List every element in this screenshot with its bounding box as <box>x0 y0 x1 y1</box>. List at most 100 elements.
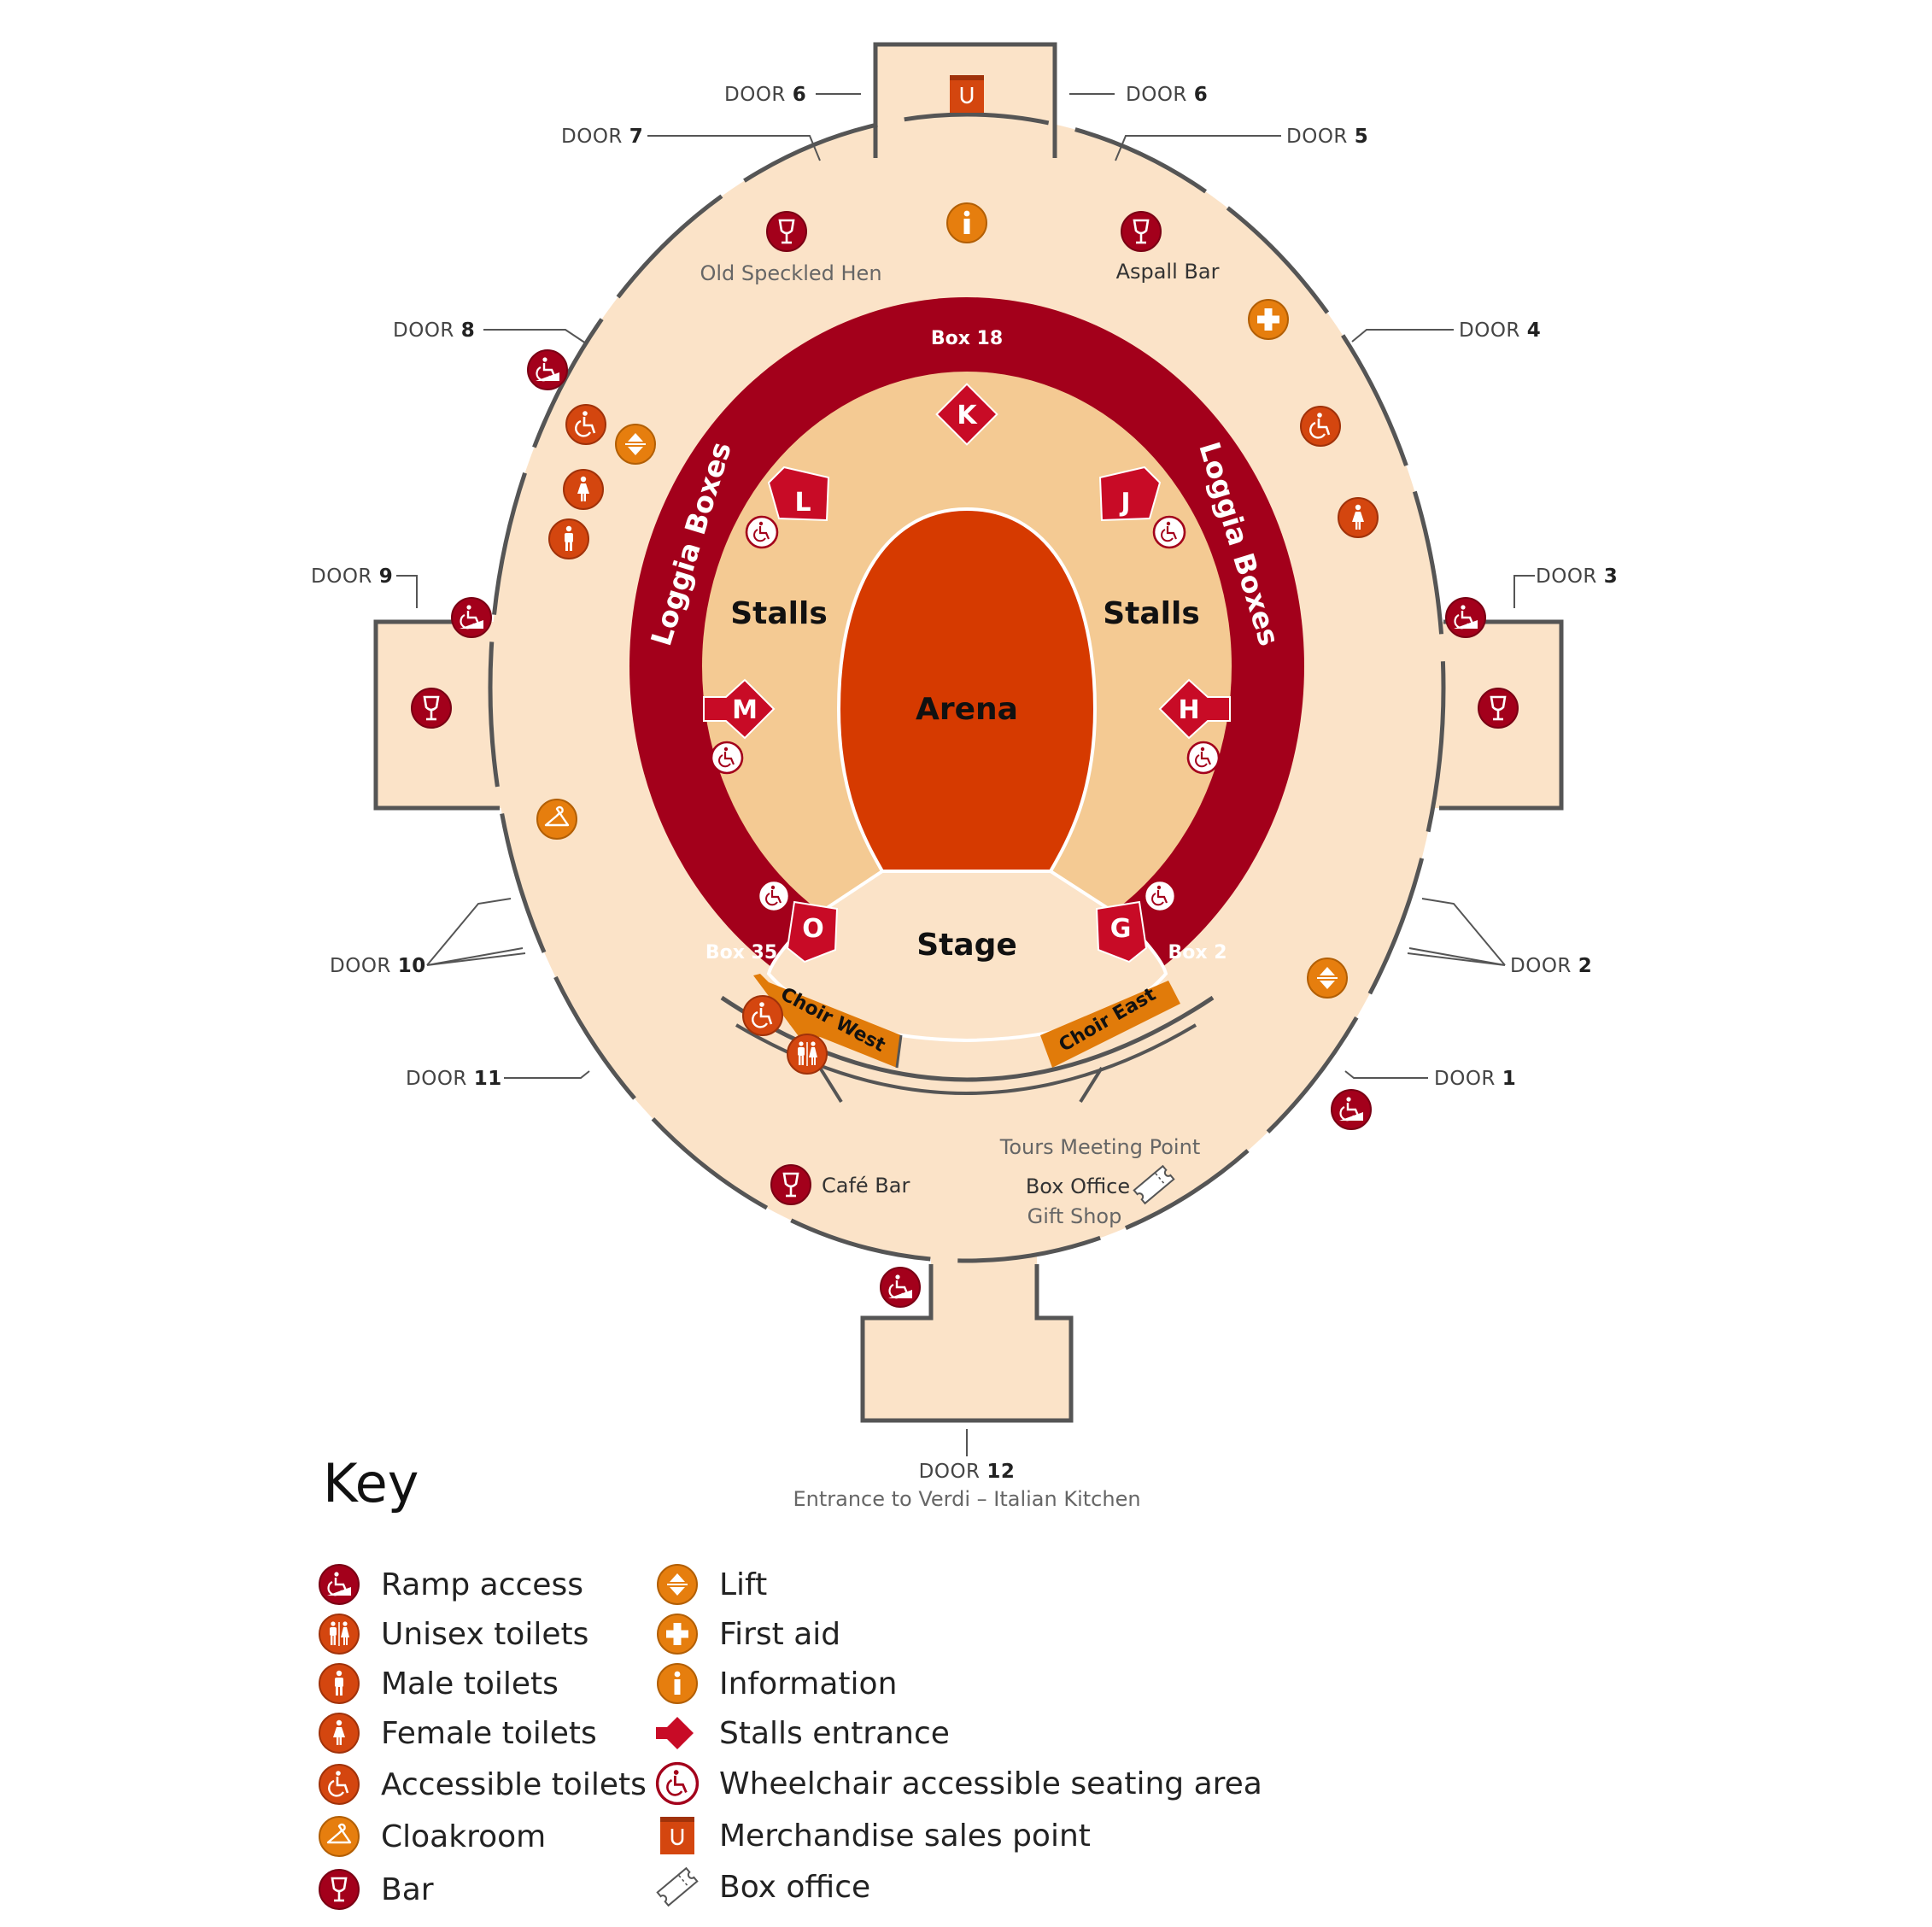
door12-entrance-label: Entrance to Verdi – Italian Kitchen <box>793 1487 1140 1511</box>
stalls-entrance-j: J <box>1098 466 1162 522</box>
stalls-entrance-h: H <box>1158 678 1231 740</box>
accessible-toilets-icon <box>565 403 607 446</box>
wheelchair-seating-icon <box>1152 515 1186 549</box>
key-item-merchandise: Merchandise sales point <box>654 1811 1091 1860</box>
stalls-entrance-k: K <box>935 383 998 446</box>
key-item-wheelchair-seating: Wheelchair accessible seating area <box>654 1759 1262 1808</box>
svg-text:L: L <box>794 488 811 518</box>
svg-text:H: H <box>1178 695 1199 725</box>
ramp-icon <box>1330 1088 1373 1131</box>
unisex-toilets-icon <box>319 1614 360 1655</box>
cafe-bar-label: Café Bar <box>822 1174 910 1198</box>
stalls-entrance-m: M <box>703 678 776 740</box>
svg-text:DOOR 10: DOOR 10 <box>330 955 426 977</box>
svg-text:DOOR 7: DOOR 7 <box>561 126 643 148</box>
door-10: DOOR 10 <box>330 955 426 977</box>
svg-text:K: K <box>957 401 978 430</box>
svg-text:G: G <box>1110 914 1132 944</box>
female-toilets-icon <box>1338 497 1379 538</box>
stage-label: Stage <box>916 928 1017 963</box>
bar-icon <box>1477 687 1519 729</box>
box2-label: Box 2 <box>1168 942 1227 964</box>
bar-icon <box>318 1868 360 1911</box>
svg-text:DOOR 8: DOOR 8 <box>393 319 475 342</box>
svg-text:DOOR 4: DOOR 4 <box>1459 319 1541 342</box>
bar-icon <box>770 1163 812 1206</box>
key-item-cloakroom: Cloakroom <box>316 1812 546 1861</box>
door-7: DOOR 7 <box>561 126 643 148</box>
stalls-right-label: Stalls <box>1103 596 1200 631</box>
map-key: Key Ramp access Unisex toilets Male toil… <box>316 1452 1262 1914</box>
svg-text:DOOR 11: DOOR 11 <box>406 1068 502 1090</box>
merchandise-icon <box>948 73 986 114</box>
wheelchair-seating-icon <box>710 741 744 775</box>
old-speckled-hen-label: Old Speckled Hen <box>700 261 881 285</box>
door-2: DOOR 2 <box>1510 955 1592 977</box>
key-item-bar: Bar <box>316 1865 434 1914</box>
lift-icon <box>1307 958 1348 999</box>
box-office-ticket-icon <box>656 1867 699 1906</box>
svg-text:DOOR 6: DOOR 6 <box>724 84 806 106</box>
door-6-right: DOOR 6 <box>1126 84 1208 106</box>
accessible-toilets-icon <box>318 1763 360 1806</box>
svg-text:O: O <box>802 914 824 944</box>
wheelchair-seating-icon <box>655 1761 700 1806</box>
arena-label: Arena <box>916 692 1018 727</box>
bar-icon <box>765 210 808 253</box>
box18-label: Box 18 <box>931 328 1003 349</box>
door-4: DOOR 4 <box>1459 319 1541 342</box>
wheelchair-seating-icon <box>757 879 791 913</box>
svg-text:DOOR 5: DOOR 5 <box>1286 126 1368 148</box>
stalls-entrance-icon <box>656 1717 694 1749</box>
tours-meeting-point-label: Tours Meeting Point <box>999 1135 1200 1159</box>
svg-text:DOOR 12: DOOR 12 <box>919 1461 1016 1483</box>
first-aid-icon <box>657 1614 698 1655</box>
wheelchair-seating-icon <box>745 515 779 549</box>
svg-text:J: J <box>1119 488 1130 518</box>
first-aid-icon <box>1248 299 1289 340</box>
wheelchair-seating-icon <box>1143 879 1177 913</box>
key-item-lift: Lift <box>654 1560 767 1609</box>
bar-icon <box>1120 210 1162 253</box>
cloakroom-icon <box>318 1815 360 1858</box>
lift-icon <box>657 1564 698 1605</box>
door-12: DOOR 12 <box>919 1461 1016 1483</box>
walls <box>373 42 1564 1423</box>
stalls-entrance-o: O <box>786 900 839 964</box>
key-item-accessible: Accessible toilets <box>316 1760 647 1809</box>
door-6-left: DOOR 6 <box>724 84 806 106</box>
svg-text:DOOR 1: DOOR 1 <box>1434 1068 1516 1090</box>
door-9: DOOR 9 <box>311 565 393 588</box>
key-item-information: Information <box>654 1659 897 1708</box>
stalls-entrance-l: L <box>767 466 830 522</box>
box-office-label: Box Office <box>1026 1174 1130 1198</box>
key-item-male: Male toilets <box>316 1659 559 1708</box>
female-toilets-icon <box>563 469 604 510</box>
svg-text:DOOR 3: DOOR 3 <box>1536 565 1618 588</box>
lift-icon <box>615 424 656 465</box>
key-title: Key <box>323 1452 419 1514</box>
ramp-icon <box>526 348 569 391</box>
aspall-bar-label: Aspall Bar <box>1116 260 1220 284</box>
male-toilets-icon <box>548 518 589 559</box>
wheelchair-seating-icon <box>1186 741 1221 775</box>
door-11: DOOR 11 <box>406 1068 502 1090</box>
male-toilets-icon <box>319 1663 360 1704</box>
information-icon <box>946 202 987 243</box>
door-5: DOOR 5 <box>1286 126 1368 148</box>
key-item-stalls-entrance: Stalls entrance <box>654 1708 950 1758</box>
unisex-toilets-icon <box>787 1034 828 1075</box>
stalls-entrance-g: G <box>1095 900 1148 964</box>
key-item-box-office: Box office <box>654 1862 870 1912</box>
key-item-unisex: Unisex toilets <box>316 1609 588 1659</box>
stalls-left-label: Stalls <box>730 596 828 631</box>
key-item-ramp: Ramp access <box>316 1560 583 1609</box>
bar-icon <box>410 687 453 729</box>
cloakroom-icon <box>536 798 578 840</box>
accessible-toilets-icon <box>1299 405 1342 448</box>
svg-text:M: M <box>732 695 758 725</box>
ramp-icon <box>450 596 493 639</box>
key-item-female: Female toilets <box>316 1708 597 1758</box>
information-icon <box>657 1663 698 1704</box>
